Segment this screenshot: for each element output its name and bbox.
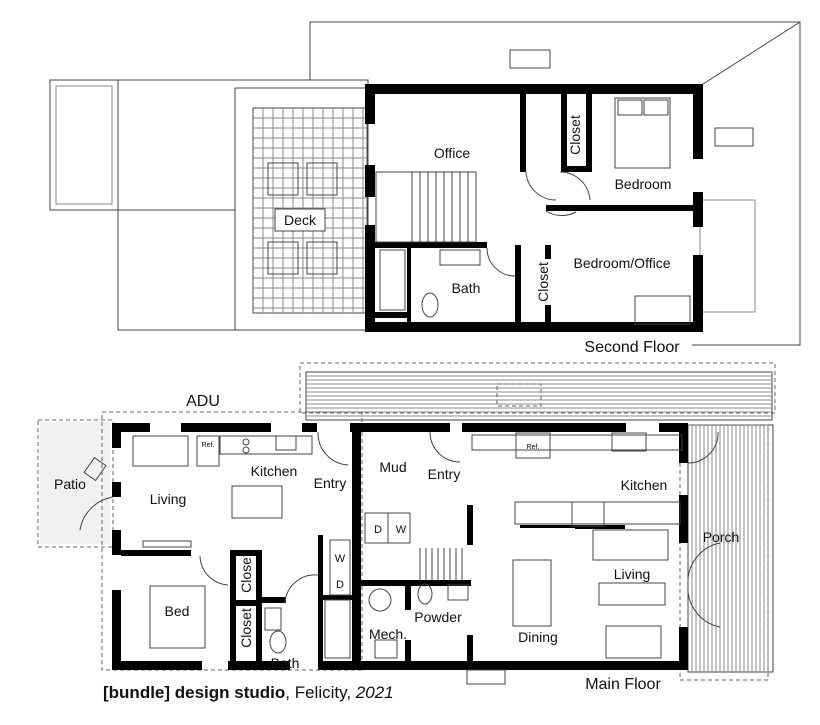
room-label-adu-entry: Entry <box>314 475 347 491</box>
room-label-adu-closet: Closet <box>238 553 254 593</box>
room-label-adu-kitchen: Kitchen <box>251 463 298 479</box>
patio <box>37 419 114 548</box>
room-label-closet: Closet <box>535 262 551 302</box>
room-label-adu-living: Living <box>150 491 187 507</box>
room-label-mech: Mech. <box>369 626 407 642</box>
adu-fridge-label: Ref. <box>202 442 215 449</box>
room-label-living: Living <box>614 566 651 582</box>
room-label-patio: Patio <box>54 476 86 492</box>
adu-label: ADU <box>186 393 220 410</box>
caption: [bundle] design studio, Felicity, 2021 <box>103 683 394 703</box>
room-label-deck: Deck <box>284 212 317 228</box>
room-label-office: Office <box>434 145 471 161</box>
second-floor-walls <box>365 84 703 332</box>
staircase-upper <box>375 171 477 243</box>
room-label-entry: Entry <box>428 466 461 482</box>
second-floor-doors <box>486 171 591 277</box>
room-label-bedroom-office: Bedroom/Office <box>573 255 670 271</box>
room-label-powder: Powder <box>414 609 462 625</box>
bedroom-bed <box>614 97 671 169</box>
fridge-label: Ref. <box>527 444 540 451</box>
room-label-mud: Mud <box>379 459 406 475</box>
adu-washer-label: W <box>335 553 346 565</box>
rear-deck <box>299 362 776 421</box>
caption-year: 2021 <box>355 683 394 702</box>
floor-title-second: Second Floor <box>584 339 680 356</box>
bath-fixtures-upper <box>379 249 481 318</box>
room-label-adu-bath: Bath <box>271 655 300 671</box>
desk <box>634 295 691 325</box>
main-floor-fixtures <box>132 432 683 685</box>
washer-label: W <box>396 524 407 536</box>
room-label-bedroom: Bedroom <box>615 176 672 192</box>
floor-title-main: Main Floor <box>585 676 661 693</box>
main-floor-doors <box>79 431 721 628</box>
deck-area <box>252 107 368 314</box>
room-label-adu-bed: Bed <box>165 603 190 619</box>
room-label-dining: Dining <box>518 629 558 645</box>
room-label-bath: Bath <box>452 280 481 296</box>
room-label-kitchen: Kitchen <box>621 477 668 493</box>
adu-dryer-label: D <box>336 579 344 591</box>
room-label-porch: Porch <box>703 529 740 545</box>
dryer-label: D <box>374 524 382 536</box>
room-label-adu-closet: Closet <box>238 608 254 648</box>
porch <box>679 424 774 681</box>
second-floor-roof-outline <box>49 21 801 346</box>
caption-project: , Felicity, <box>285 683 356 702</box>
main-floor-walls <box>112 423 688 670</box>
caption-studio: [bundle] design studio <box>103 683 286 702</box>
room-label-closet: Closet <box>567 115 583 155</box>
